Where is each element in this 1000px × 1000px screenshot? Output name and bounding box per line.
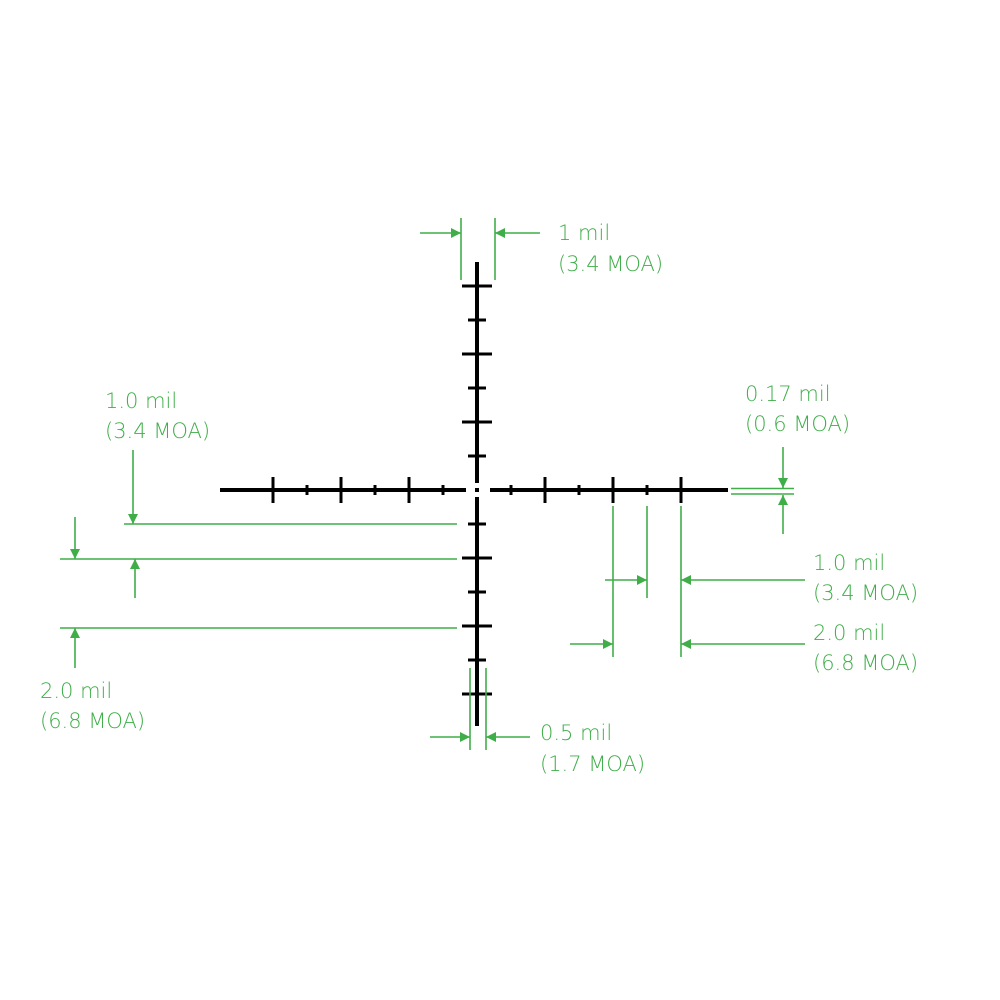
label-line2: (1.7 MOA)	[540, 752, 645, 776]
label-line1: 0.17 mil	[745, 382, 831, 406]
label-line2: (6.8 MOA)	[40, 709, 145, 733]
label-line2: (6.8 MOA)	[813, 651, 918, 675]
label-line2: (3.4 MOA)	[558, 252, 663, 276]
label-line1: 1 mil	[558, 221, 610, 245]
dimension-left: 1.0 mil (3.4 MOA) 2.0 mil (6.8 MOA)	[40, 389, 457, 733]
dimension-right: 1.0 mil (3.4 MOA) 2.0 mil (6.8 MOA)	[570, 506, 918, 675]
label-line2: (3.4 MOA)	[813, 581, 918, 605]
crosshair	[220, 262, 728, 726]
label-line1: 0.5 mil	[540, 721, 612, 745]
center-dot	[475, 488, 479, 492]
label-line2: (3.4 MOA)	[105, 419, 210, 443]
label-line1: 2.0 mil	[40, 679, 112, 703]
label-line1: 1.0 mil	[813, 551, 885, 575]
dimension-line-thickness: 0.17 mil (0.6 MOA)	[731, 382, 850, 534]
dimension-post-width: 0.5 mil (1.7 MOA)	[430, 668, 645, 776]
label-line1: 2.0 mil	[813, 621, 885, 645]
label-line2: (0.6 MOA)	[745, 412, 850, 436]
hash-marks	[271, 284, 683, 696]
label-line1: 1.0 mil	[105, 389, 177, 413]
dimension-top: 1 mil (3.4 MOA)	[420, 218, 663, 280]
